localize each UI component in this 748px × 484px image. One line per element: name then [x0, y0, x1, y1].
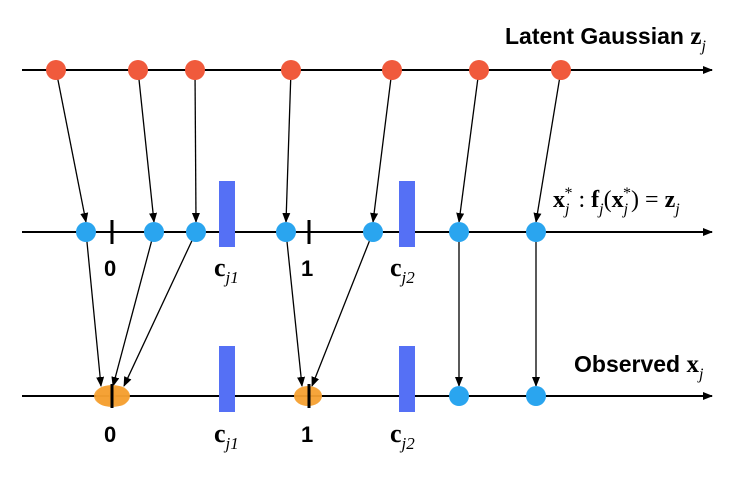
- star-point-1: [76, 222, 96, 242]
- observed-label-sub: j: [697, 366, 704, 383]
- latent-point-7: [551, 60, 571, 80]
- mid-tick-one-label: 1: [301, 256, 313, 281]
- latent-label-sub: j: [699, 38, 706, 55]
- arrow-latent-2: [137, 69, 158, 223]
- eq-sup2: *: [623, 185, 631, 202]
- bottom-cut1-var: c: [214, 419, 226, 448]
- latent-point-6: [469, 60, 489, 80]
- threshold-bar-c2-bottom: [399, 346, 415, 412]
- eq-open: (: [604, 187, 612, 213]
- mid-cut1-var: c: [214, 253, 226, 282]
- eq-f: f: [591, 187, 600, 213]
- mid-cut2-label: cj2: [390, 253, 415, 287]
- latent-label-prefix: Latent Gaussian: [505, 23, 690, 49]
- star-to-observed-arrows: [85, 231, 540, 387]
- latent-point-1: [46, 60, 66, 80]
- eq-sub3: j: [622, 201, 629, 218]
- eq-z: z: [665, 187, 676, 213]
- mid-cut2-var: c: [390, 253, 402, 282]
- arrow-star-5: [311, 231, 374, 387]
- arrow-latent-1: [55, 69, 89, 223]
- bottom-cut2-label: cj2: [390, 419, 415, 453]
- star-point-3: [186, 222, 206, 242]
- mid-cut1-sub: j1: [224, 268, 239, 287]
- star-equation-label: xj* : fj(xj*) = zj: [553, 185, 680, 218]
- star-point-4: [276, 222, 296, 242]
- eq-colon: :: [572, 187, 591, 213]
- latent-points: [46, 60, 571, 80]
- eq-sub1: j: [563, 201, 570, 218]
- arrow-latent-6: [456, 69, 480, 223]
- arrow-latent-5: [370, 69, 393, 223]
- latent-point-3: [185, 60, 205, 80]
- eq-sub2: j: [597, 201, 604, 218]
- bottom-cut2-var: c: [390, 419, 402, 448]
- mid-cut2-sub: j2: [400, 268, 416, 287]
- latent-point-5: [382, 60, 402, 80]
- arrow-star-3: [123, 231, 197, 387]
- latent-point-4: [281, 60, 301, 80]
- latent-label: Latent Gaussian zj: [505, 23, 706, 55]
- observed-label-var: x: [687, 351, 700, 378]
- arrow-latent-3: [191, 69, 200, 223]
- threshold-bar-c1-middle: [219, 181, 235, 247]
- observed-label-prefix: Observed: [574, 351, 687, 377]
- threshold-bar-c1-bottom: [219, 346, 235, 412]
- arrow-latent-7: [533, 69, 562, 223]
- star-point-5: [363, 222, 383, 242]
- arrow-latent-4: [282, 69, 292, 223]
- latent-to-star-arrows: [55, 69, 562, 223]
- mid-tick-zero-label: 0: [104, 256, 116, 281]
- arrow-star-4: [285, 231, 306, 387]
- star-point-2: [144, 222, 164, 242]
- arrow-star-2: [111, 231, 155, 387]
- mid-cut1-label: cj1: [214, 253, 239, 287]
- star-points: [76, 222, 546, 242]
- threshold-bar-c2-middle: [399, 181, 415, 247]
- eq-x: x: [553, 187, 565, 213]
- observed-overlap-zero-2: [109, 386, 129, 406]
- observed-point-6: [449, 386, 469, 406]
- star-point-6: [449, 222, 469, 242]
- star-point-7: [526, 222, 546, 242]
- latent-label-var: z: [690, 23, 701, 50]
- eq-sub4: j: [673, 201, 680, 218]
- arrow-star-1: [85, 231, 105, 387]
- bottom-cut1-label: cj1: [214, 419, 239, 453]
- eq-sup1: *: [564, 185, 572, 202]
- bottom-tick-zero-label: 0: [104, 422, 116, 447]
- latent-point-2: [128, 60, 148, 80]
- observed-point-7: [526, 386, 546, 406]
- eq-equals: =: [639, 187, 665, 213]
- bottom-tick-one-label: 1: [301, 422, 313, 447]
- eq-x2: x: [612, 187, 624, 213]
- eq-close: ): [631, 187, 639, 213]
- observed-label: Observed xj: [574, 351, 704, 383]
- bottom-cut1-sub: j1: [224, 434, 239, 453]
- bottom-cut2-sub: j2: [400, 434, 416, 453]
